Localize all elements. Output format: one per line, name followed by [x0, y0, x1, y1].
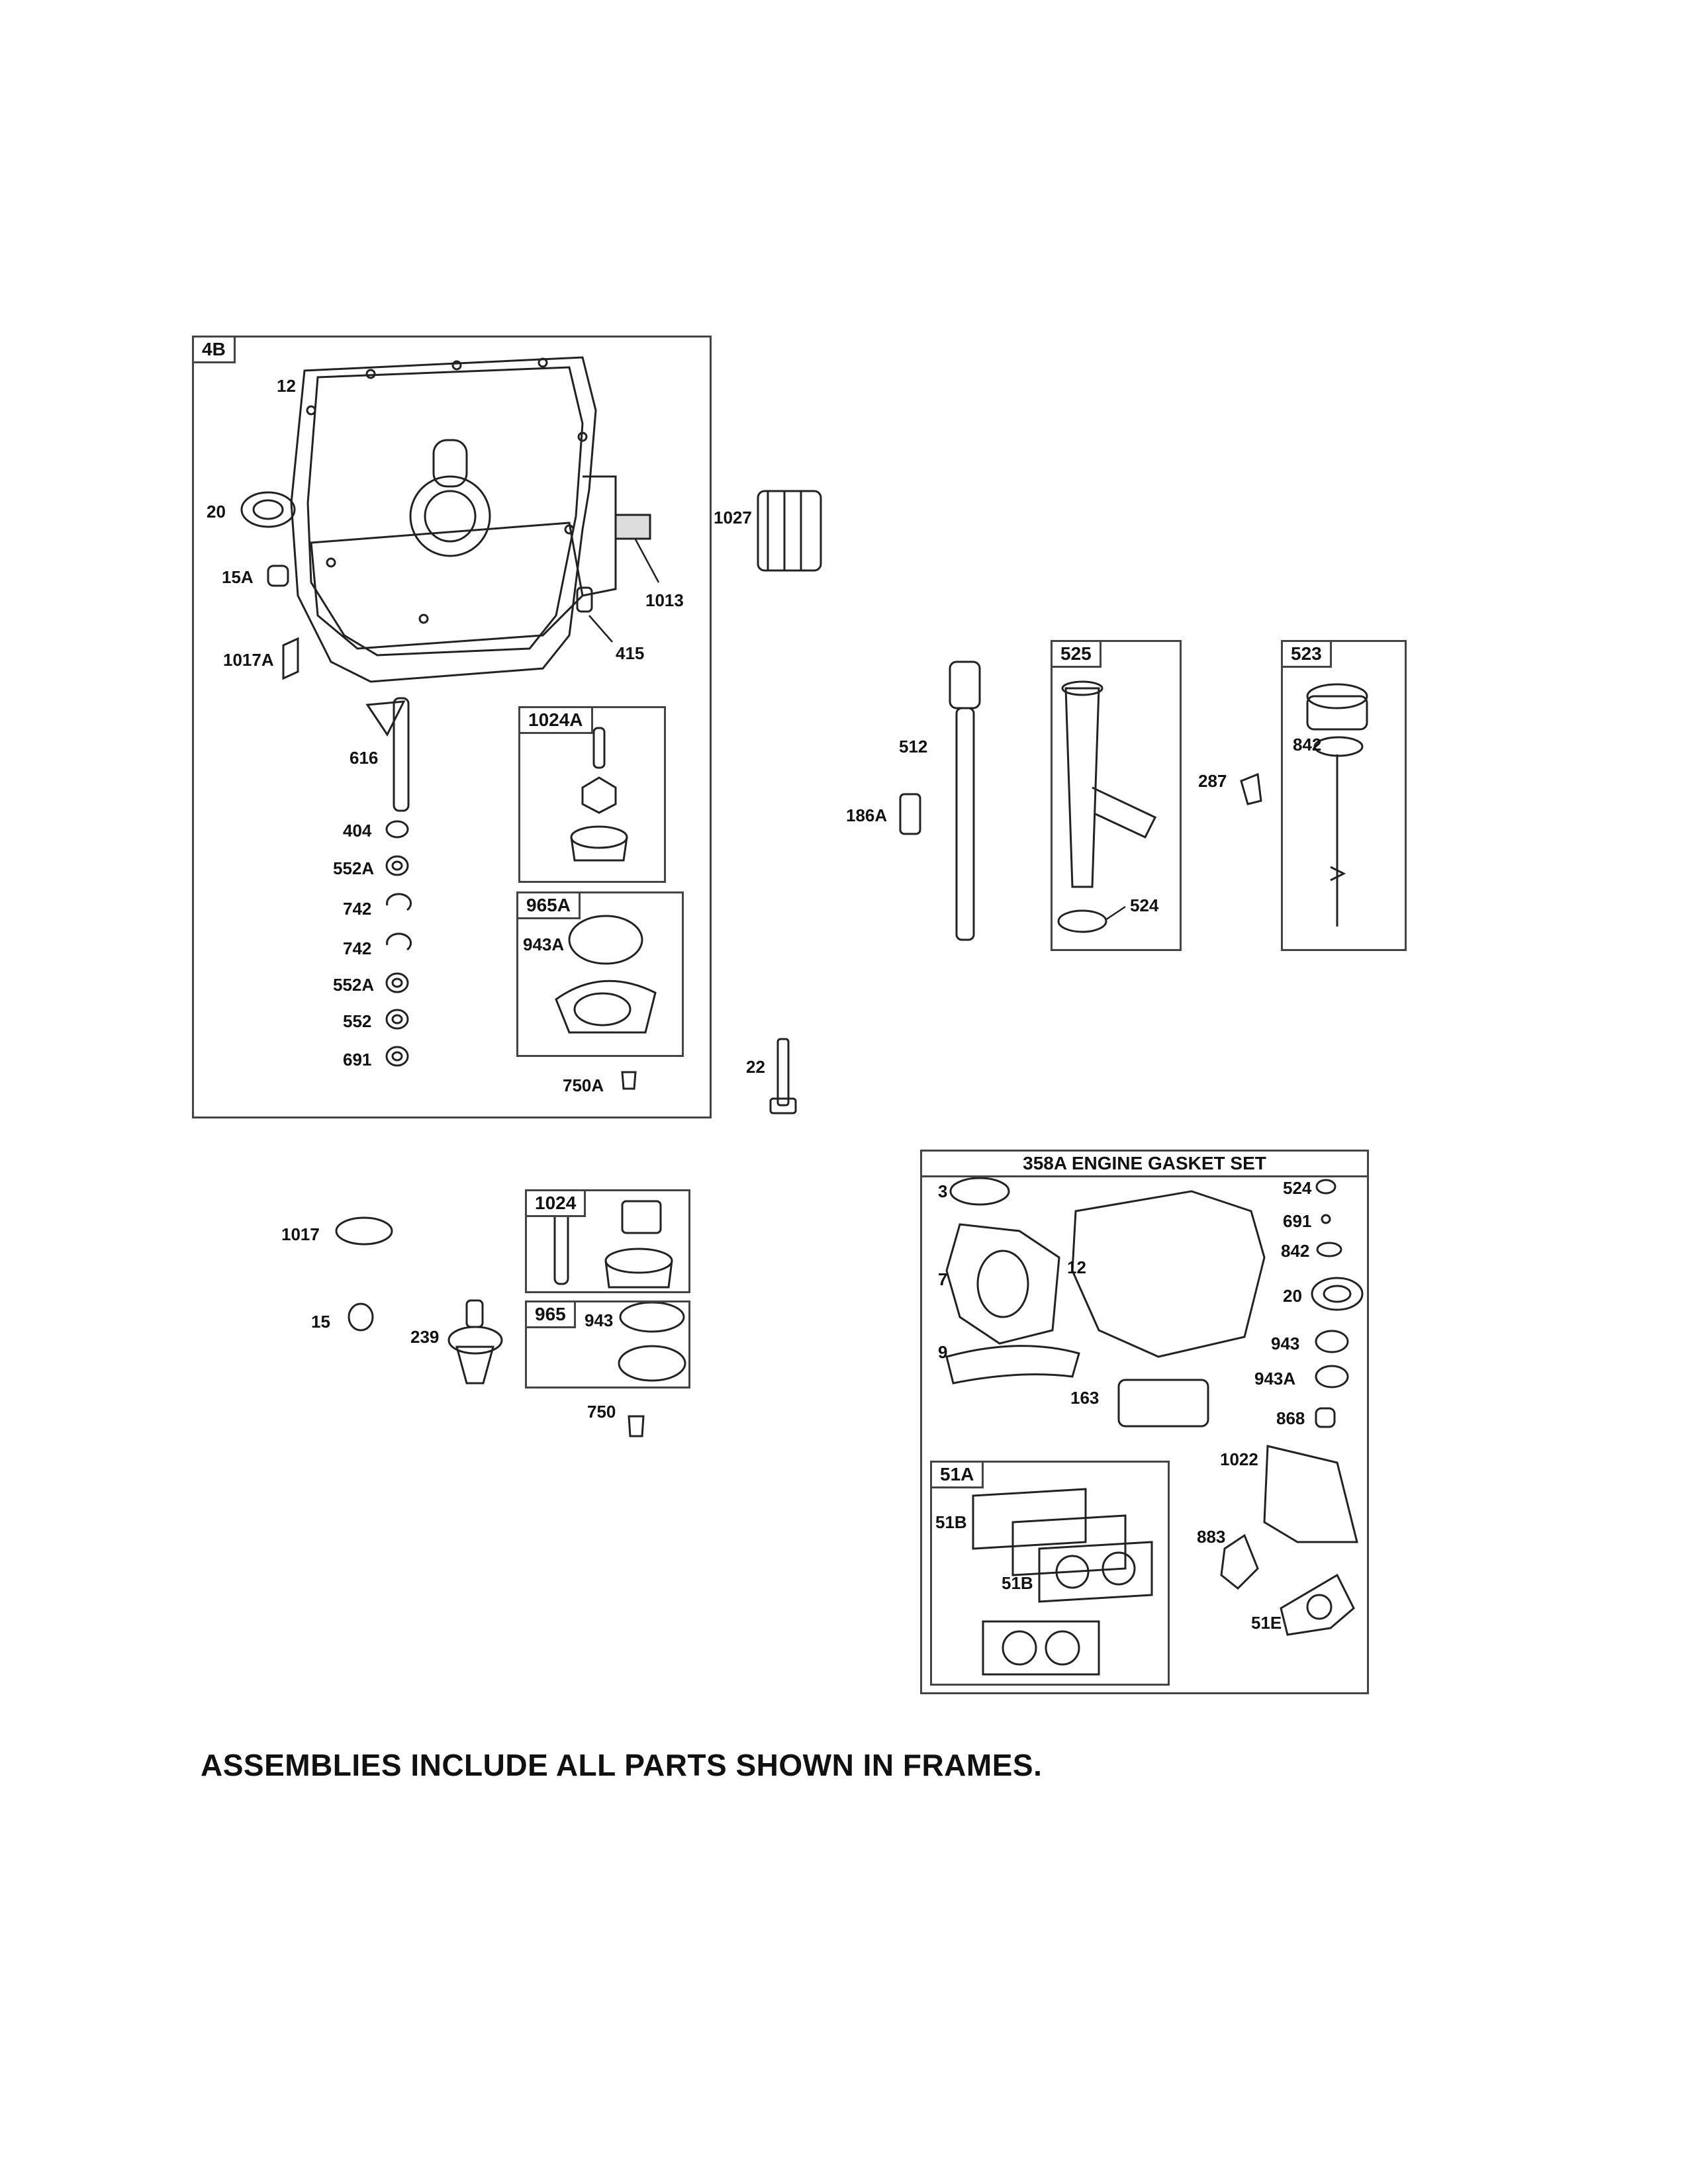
- gasket-callout-7: 7: [938, 1269, 948, 1289]
- callout-12: 12: [277, 376, 296, 396]
- frame-1024-tag: 1024: [527, 1191, 586, 1217]
- callout-1017a: 1017A: [223, 650, 274, 670]
- callout-239: 239: [410, 1327, 440, 1347]
- frame-358a-title: 358A ENGINE GASKET SET: [922, 1152, 1367, 1177]
- frame-51a: 51A: [930, 1461, 1170, 1686]
- gasket-callout-524: 524: [1283, 1178, 1312, 1198]
- callout-552: 552: [343, 1011, 372, 1031]
- frame-965a: 965A: [516, 891, 684, 1057]
- frame-1024a-tag: 1024A: [520, 708, 593, 734]
- callout-750: 750: [587, 1402, 616, 1422]
- callout-186a: 186A: [846, 805, 888, 825]
- gasket-callout-51b: 51B: [1002, 1573, 1033, 1593]
- callout-616: 616: [350, 748, 379, 768]
- gasket-callout-163: 163: [1070, 1388, 1100, 1408]
- callout-750a: 750A: [563, 1075, 604, 1095]
- sump-cover-drawing: [290, 356, 617, 683]
- callout-943: 943: [585, 1310, 614, 1330]
- gasket-callout-1022: 1022: [1220, 1449, 1258, 1469]
- callout-404: 404: [343, 821, 372, 841]
- frame-1024a: 1024A: [518, 706, 666, 883]
- gasket-callout-12: 12: [1067, 1257, 1086, 1277]
- gasket-callout-3: 3: [938, 1181, 948, 1201]
- frame-965-tag: 965: [527, 1302, 576, 1328]
- callout-512: 512: [899, 737, 928, 756]
- callout-287: 287: [1198, 771, 1227, 791]
- gasket-callout-51b: 51B: [935, 1512, 967, 1532]
- frame-965: 965: [525, 1300, 690, 1388]
- assemblies-note: ASSEMBLIES INCLUDE ALL PARTS SHOWN IN FR…: [201, 1748, 1043, 1782]
- callout-552a: 552A: [333, 858, 375, 878]
- gasket-callout-9: 9: [938, 1342, 948, 1362]
- callout-15a: 15A: [222, 567, 254, 587]
- callout-842: 842: [1293, 735, 1322, 754]
- frame-523: 523: [1281, 640, 1407, 951]
- frame-4b-tag: 4B: [194, 338, 236, 363]
- frame-1024: 1024: [525, 1189, 690, 1293]
- callout-22: 22: [746, 1057, 765, 1077]
- gasket-callout-943: 943: [1271, 1334, 1300, 1353]
- gasket-callout-883: 883: [1197, 1527, 1226, 1547]
- gasket-callout-20: 20: [1283, 1286, 1302, 1306]
- gasket-callout-842: 842: [1281, 1241, 1310, 1261]
- callout-691: 691: [343, 1050, 372, 1069]
- callout-415: 415: [616, 643, 645, 663]
- frame-358a-engine-gasket-set: 358A ENGINE GASKET SET: [920, 1150, 1369, 1694]
- callout-1013: 1013: [645, 590, 684, 610]
- frame-525: 525: [1051, 640, 1182, 951]
- gasket-callout-691: 691: [1283, 1211, 1312, 1231]
- frame-4b: 4B: [192, 336, 712, 1118]
- gasket-callout-51e: 51E: [1251, 1613, 1282, 1633]
- callout-552a: 552A: [333, 975, 375, 995]
- frame-51a-tag: 51A: [932, 1463, 984, 1488]
- gasket-callout-868: 868: [1276, 1408, 1305, 1428]
- frame-965a-tag: 965A: [518, 893, 581, 919]
- callout-1027: 1027: [714, 508, 752, 527]
- callout-15: 15: [311, 1312, 330, 1332]
- callout-943a: 943A: [523, 934, 565, 954]
- callout-524: 524: [1130, 895, 1159, 915]
- callout-20: 20: [207, 502, 226, 522]
- callout-1017: 1017: [281, 1224, 320, 1244]
- gasket-callout-943a: 943A: [1254, 1369, 1296, 1388]
- frame-523-tag: 523: [1283, 642, 1332, 668]
- callout-742: 742: [343, 938, 372, 958]
- frame-525-tag: 525: [1053, 642, 1102, 668]
- callout-742: 742: [343, 899, 372, 919]
